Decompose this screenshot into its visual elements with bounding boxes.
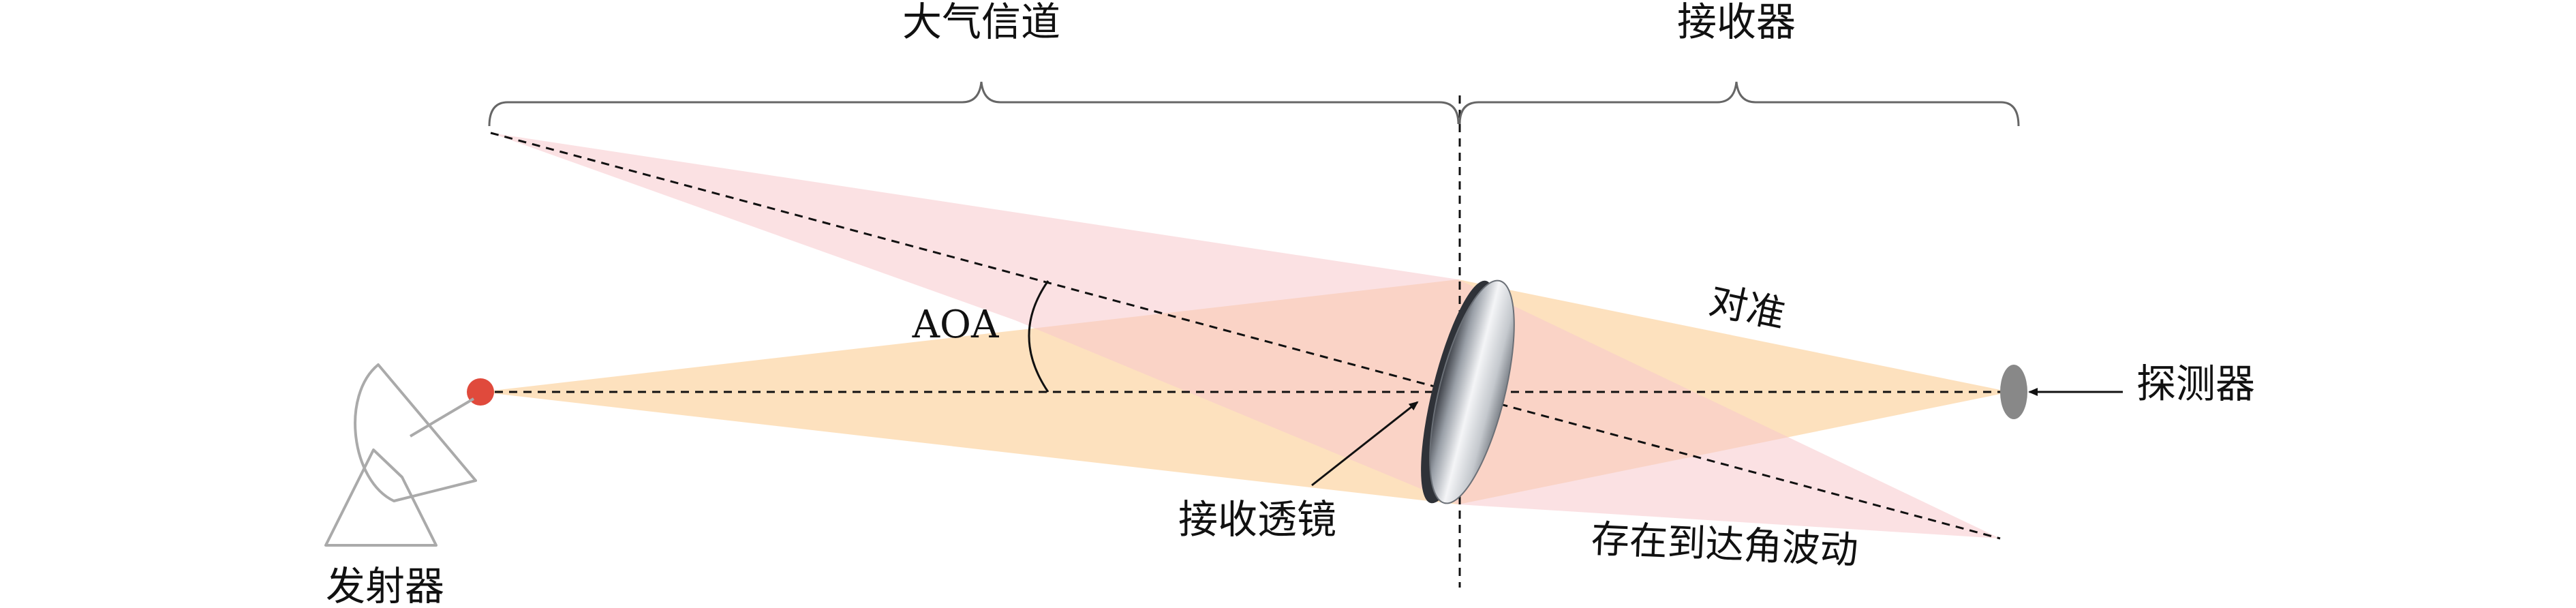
receiver-brace	[1458, 81, 2020, 127]
aoa-angle-arc	[1028, 280, 1049, 393]
tilted-arrival-line	[490, 132, 2001, 540]
aoa-label: AOA	[912, 303, 999, 347]
lens-pointer-arrow	[1311, 401, 1419, 487]
transmitter-label: 发射器	[326, 563, 444, 608]
receiver-label: 接收器	[1677, 0, 1796, 45]
tilted-beam-incoming	[491, 133, 1458, 504]
detector-label: 探测器	[2136, 361, 2255, 407]
channel-label: 大气信道	[902, 0, 1060, 45]
satellite-dish-icon	[324, 363, 477, 547]
lens-label: 接收透镜	[1178, 496, 1336, 543]
detector-icon	[2000, 365, 2027, 419]
convex-lens-icon	[1421, 279, 1515, 504]
channel-brace	[488, 81, 1460, 127]
tilted-beam-outgoing	[1458, 279, 2000, 538]
aligned-label: 对准	[1705, 278, 1789, 337]
